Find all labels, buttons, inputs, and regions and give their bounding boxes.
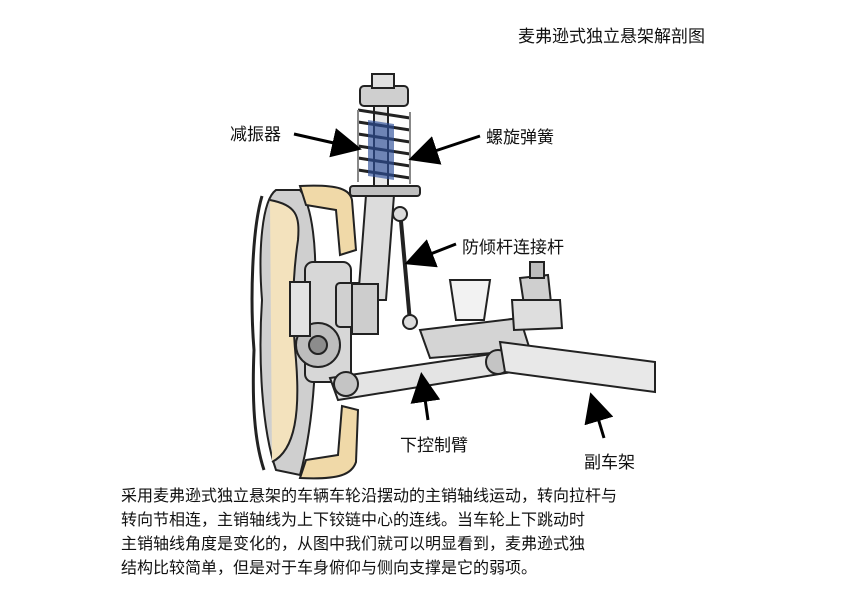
damper-blue-highlight xyxy=(368,120,394,180)
link-arrow xyxy=(404,239,457,268)
steering-knuckle xyxy=(289,261,375,383)
caption-line: 结构比较简单，但是对于车身俯仰与侧向支撑是它的弱项。 xyxy=(121,558,538,577)
label-lower-control-arm: 下控制臂 xyxy=(400,436,468,456)
label-subframe: 副车架 xyxy=(584,453,635,473)
subframe xyxy=(448,261,656,394)
diagram-title: 麦弗逊式独立悬架解剖图 xyxy=(518,27,705,47)
spring-arrow xyxy=(408,134,481,165)
label-stabilizer-link: 防倾杆连接杆 xyxy=(462,238,564,258)
caption-line: 主销轴线角度是变化的，从图中我们就可以明显看到，麦弗逊式独 xyxy=(121,534,586,553)
label-coil-spring: 螺旋弹簧 xyxy=(486,128,554,148)
caption-text: 采用麦弗逊式独立悬架的车辆车轮沿摆动的主销轴线运动，转向拉杆与 转向节相连，主销… xyxy=(121,484,721,580)
arm-arrow xyxy=(410,372,441,421)
caption-line: 采用麦弗逊式独立悬架的车辆车轮沿摆动的主销轴线运动，转向拉杆与 xyxy=(121,486,618,505)
stabilizer-link xyxy=(392,206,418,330)
tire xyxy=(250,184,360,480)
damper-arrow xyxy=(293,128,362,158)
caption-line: 转向节相连，主销轴线为上下铰链中心的连线。当车轮上下跳动时 xyxy=(121,510,586,529)
label-shock-absorber: 减振器 xyxy=(230,125,281,145)
subframe-arrow xyxy=(584,392,614,439)
